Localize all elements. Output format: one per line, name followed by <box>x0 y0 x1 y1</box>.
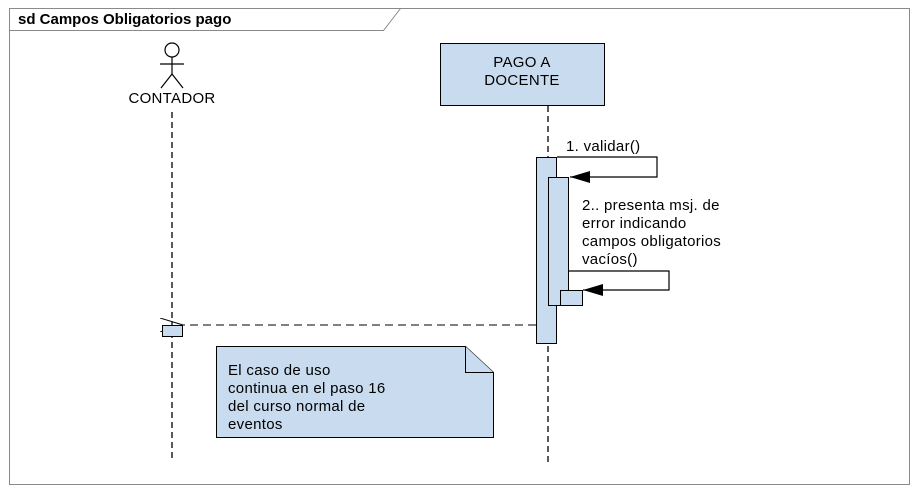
message-presenta-error-arrow <box>569 270 670 296</box>
lifeline-label-line1: PAGO A <box>493 54 550 71</box>
note-line1: El caso de uso <box>228 362 331 379</box>
frame-title: sd Campos Obligatorios pago <box>18 11 231 28</box>
note-shape <box>216 346 494 438</box>
lifeline-label-line2: DOCENTE <box>484 72 559 89</box>
message-validar: 1. validar() <box>557 138 658 183</box>
lifeline-pago-docente: PAGO A DOCENTE <box>440 43 605 106</box>
message-presenta-error-label-line2: error indicando <box>582 215 687 232</box>
activation-bar-nested <box>560 290 583 306</box>
frame-title-tab <box>9 8 401 31</box>
message-validar-arrow <box>557 156 658 183</box>
note-fold-corner <box>465 346 494 373</box>
actor-activation-bar <box>162 325 183 337</box>
frame-border <box>9 8 910 485</box>
message-presenta-error-label-line4: vacíos() <box>582 251 638 268</box>
note-line4: eventos <box>228 416 283 433</box>
message-presenta-error-label-line1: 2.. presenta msj. de <box>582 197 720 214</box>
stick-figure-icon <box>160 42 184 89</box>
message-return <box>162 325 536 337</box>
message-validar-label: 1. validar() <box>566 138 640 155</box>
note-line3: del curso normal de <box>228 398 365 415</box>
lifeline-box <box>440 43 605 106</box>
message-presenta-error: 2.. presenta msj. de error indicando cam… <box>569 197 721 296</box>
actor-contador: CONTADOR <box>128 42 215 107</box>
diagram-frame: sd Campos Obligatorios pago <box>9 8 910 485</box>
note-line2: continua en el paso 16 <box>228 380 386 397</box>
note: El caso de uso continua en el paso 16 de… <box>216 346 494 438</box>
actor-label: CONTADOR <box>128 90 215 107</box>
activation-bar-inner <box>548 177 569 306</box>
message-presenta-error-label-line3: campos obligatorios <box>582 233 721 250</box>
